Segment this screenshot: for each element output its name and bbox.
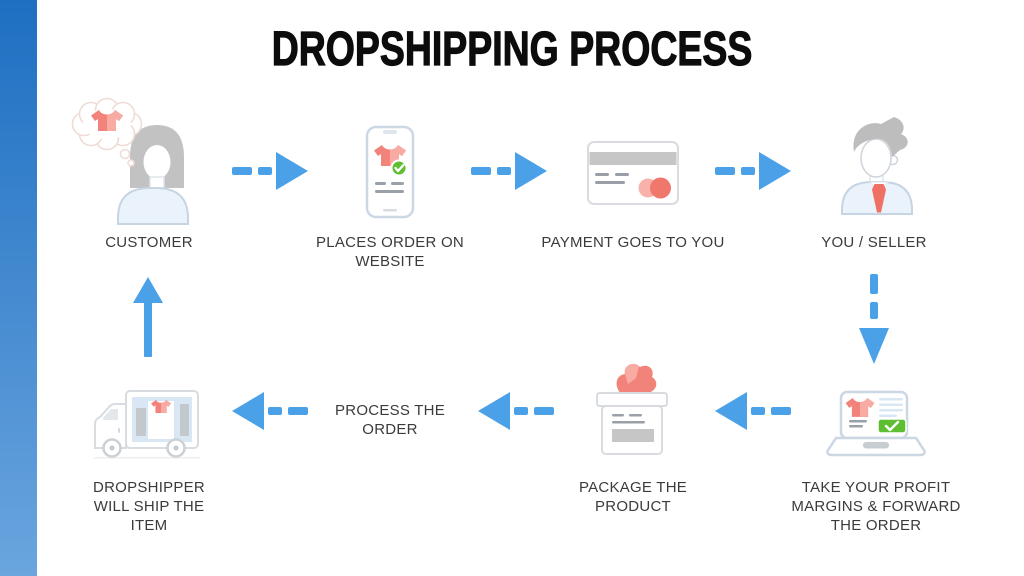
tshirt-icon bbox=[845, 398, 875, 417]
laptop-order-icon bbox=[826, 390, 926, 457]
step-label-seller: YOU / SELLER bbox=[821, 234, 927, 251]
check-circle-icon bbox=[390, 159, 408, 177]
step-label-customer: CUSTOMER bbox=[105, 234, 193, 251]
flow-arrow-right-1 bbox=[232, 152, 308, 190]
flow-arrow-down bbox=[859, 274, 889, 364]
slide-title: DROPSHIPPING PROCESS bbox=[271, 23, 753, 76]
step-label-order: PLACES ORDER ON WEBSITE bbox=[316, 234, 464, 270]
step-label-payment: PAYMENT GOES TO YOU bbox=[541, 234, 725, 251]
thought-bubble-icon bbox=[71, 97, 143, 167]
flow-arrow-right-3 bbox=[715, 152, 791, 190]
step-label-ship: DROPSHIPPER WILL SHIP THE ITEM bbox=[93, 479, 205, 534]
flow-arrow-left-1 bbox=[715, 392, 791, 430]
tie-icon bbox=[872, 184, 886, 213]
flow-arrow-left-2 bbox=[478, 392, 554, 430]
package-box-icon bbox=[596, 363, 668, 455]
credit-card-icon bbox=[587, 141, 679, 205]
wheel-icon bbox=[166, 438, 186, 458]
flow-arrow-right-2 bbox=[471, 152, 547, 190]
customer-icon bbox=[71, 97, 189, 225]
flow-arrow-left-3 bbox=[232, 392, 308, 430]
wheel-icon bbox=[102, 438, 122, 458]
tshirt-icon bbox=[91, 110, 123, 131]
flow-arrow-up bbox=[133, 277, 163, 357]
step-label-package: PACKAGE THE PRODUCT bbox=[578, 479, 688, 515]
tshirt-icon bbox=[151, 399, 171, 413]
confirm-button-icon bbox=[877, 418, 907, 434]
left-accent-bar bbox=[0, 0, 37, 576]
step-label-forward: TAKE YOUR PROFIT MARGINS & FORWARD THE O… bbox=[791, 479, 961, 534]
phone-order-icon bbox=[365, 125, 415, 219]
seller-icon bbox=[841, 117, 913, 215]
delivery-truck-icon bbox=[94, 390, 200, 459]
step-label-process: PROCESS THE ORDER bbox=[335, 402, 445, 438]
